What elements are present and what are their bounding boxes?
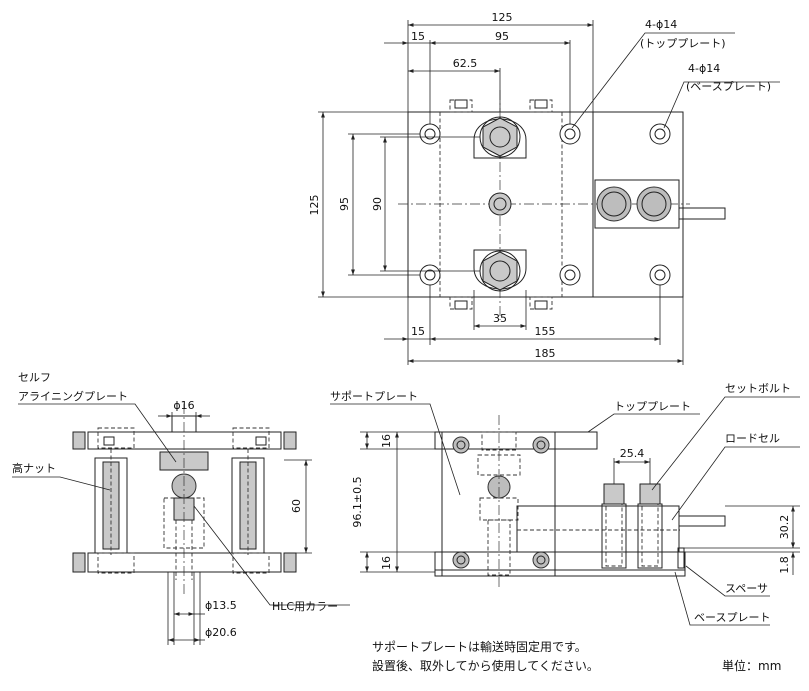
hole-base-plate-label: 4-ϕ14: [688, 62, 720, 75]
dim-60: 60: [290, 499, 303, 513]
dim-bottom-15: 15: [411, 325, 425, 338]
dim-phi20-6: ϕ20.6: [205, 626, 237, 639]
note-line-1: サポートプレートは輸送時固定用です。: [372, 639, 587, 654]
dim-inner-width: 95: [495, 30, 509, 43]
label-self-align-1: セルフ: [18, 371, 51, 384]
dim-phi16: ϕ16: [173, 399, 194, 412]
dim-phi13-5: ϕ13.5: [205, 599, 237, 612]
base-plate-holes: [649, 123, 671, 286]
left-side-view: ϕ16 60 ϕ13.5 ϕ20.6 セルフ アライニングプレート 高ナット H…: [12, 371, 350, 645]
dim-96-1: 96.1±0.5: [351, 476, 364, 527]
label-set-bolt: セットボルト: [725, 382, 791, 395]
dim-30-2: 30.2: [778, 515, 791, 540]
top-view: 125 15 95 62.5 4-ϕ14 (トッププレート) 4-ϕ14 (ベー…: [308, 11, 780, 365]
dim-95-vertical: 95: [338, 197, 351, 211]
dim-35: 35: [493, 312, 507, 325]
dim-total-width: 125: [492, 11, 513, 24]
notes: サポートプレートは輸送時固定用です。 設置後、取外してから使用してください。 単…: [372, 639, 781, 673]
load-cell-top: [594, 179, 726, 229]
bolt-top: [473, 116, 527, 159]
label-load-cell: ロードセル: [725, 432, 780, 445]
label-high-nut: 高ナット: [12, 461, 56, 475]
label-hlc-collar: HLC用カラー: [272, 600, 338, 613]
dim-25-4: 25.4: [620, 447, 645, 460]
hole-top-plate-note: (トッププレート): [640, 37, 726, 50]
label-self-align-2: アライニングプレート: [18, 389, 128, 403]
dim-16-top: 16: [380, 434, 393, 448]
note-line-2: 設置後、取外してから使用してください。: [372, 658, 599, 673]
label-support-plate: サポートプレート: [330, 390, 418, 403]
label-top-plate: トッププレート: [614, 400, 691, 413]
label-base-plate: ベースプレート: [694, 611, 770, 624]
dim-height: 125: [308, 195, 321, 216]
dim-1-8: 1.8: [778, 556, 791, 574]
hole-top-plate-label: 4-ϕ14: [645, 18, 677, 31]
top-plate-outline: [407, 111, 594, 298]
dim-left-offset: 15: [411, 30, 425, 43]
dim-16-bottom: 16: [380, 556, 393, 570]
dim-155: 155: [535, 325, 556, 338]
unit-label: 単位：mm: [722, 658, 781, 673]
label-spacer: スペーサ: [725, 582, 768, 595]
hole-base-plate-note: (ベースプレート): [686, 80, 771, 93]
dim-center: 62.5: [453, 57, 478, 70]
dim-90-vertical: 90: [371, 197, 384, 211]
dim-185: 185: [535, 347, 556, 360]
right-side-view: 16 96.1±0.5 16 25.4 30.2 1.8 サポートプレート トッ…: [330, 382, 800, 626]
bolt-bottom: [473, 249, 527, 292]
